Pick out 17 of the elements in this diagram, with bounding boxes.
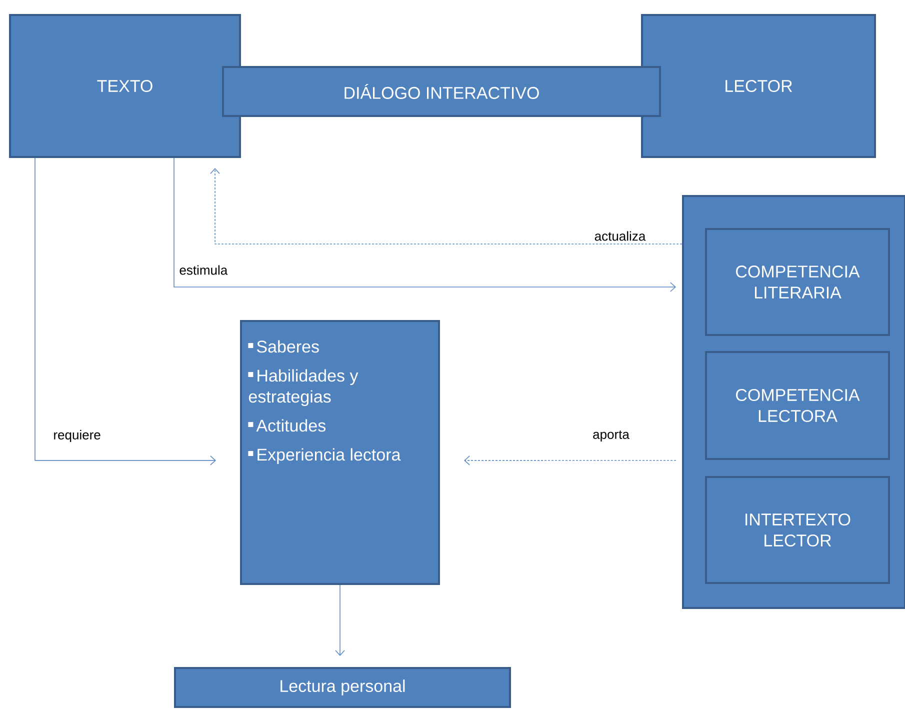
banner-box: DIÁLOGO INTERACTIVO <box>222 66 661 117</box>
edge-label: aporta <box>592 429 630 443</box>
text-box: TEXTO <box>9 14 241 158</box>
list-box: Saberes Habilidades y estrategias Actitudes Experiencia lectora <box>240 320 440 585</box>
text-box: COMPETENCIA LITERARIA <box>705 228 890 336</box>
arrow <box>174 158 676 292</box>
edge-label: requiere <box>52 428 102 444</box>
arrow <box>210 168 682 244</box>
arrow <box>335 584 345 656</box>
text-box: INTERTEXTO LECTOR <box>705 476 890 584</box>
arrow <box>464 456 676 466</box>
text-box: COMPETENCIA LECTORA <box>705 351 890 460</box>
text-box: Lectura personal <box>174 667 511 708</box>
text-box: LECTOR <box>641 14 876 158</box>
edge-label: actualiza <box>593 230 647 242</box>
arrow <box>34 158 216 466</box>
edge-label: estimula <box>178 264 229 276</box>
